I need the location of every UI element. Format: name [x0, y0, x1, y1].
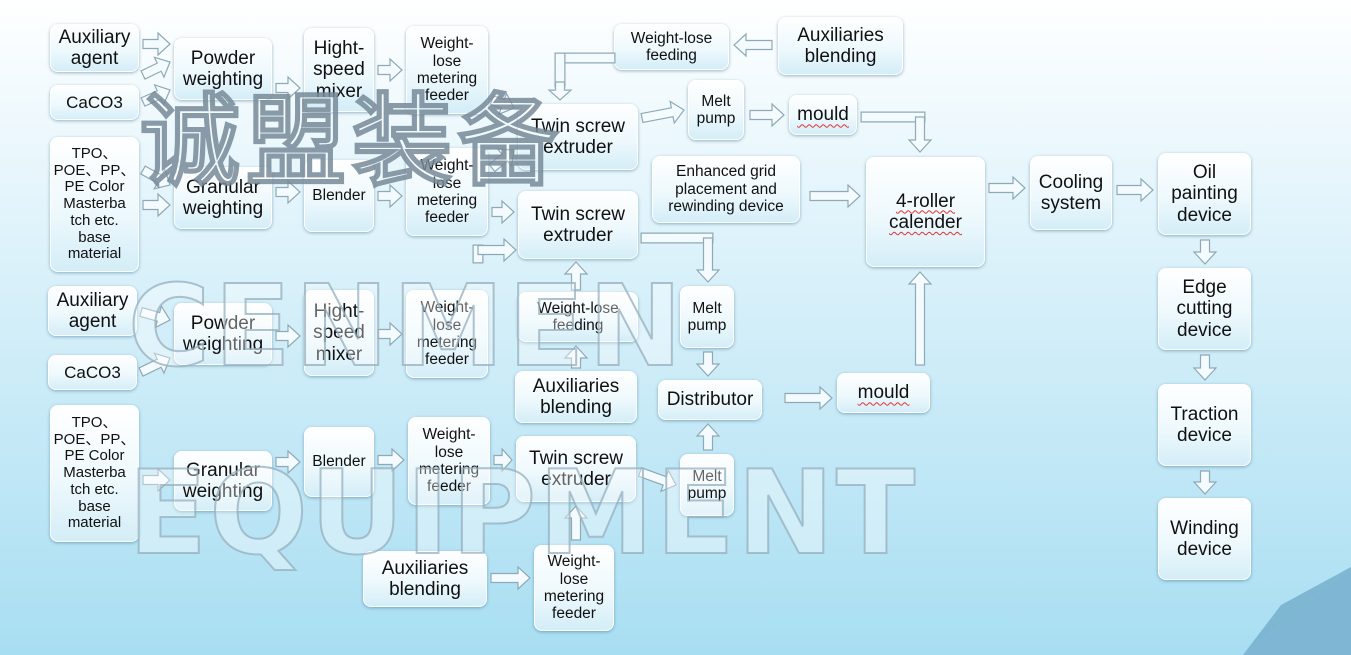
arrow-auxblend-wlfeed	[733, 32, 773, 58]
node-weight-lose-metering-feeder-1: Weight- lose metering feeder	[406, 26, 488, 114]
node-mould-1: mould	[789, 95, 857, 135]
arrow-base1-granular1	[139, 165, 171, 190]
arrow-calender-cooling	[988, 175, 1026, 201]
arrow-wlm2-twin2	[491, 199, 515, 225]
node-oil-painting-device: Oil painting device	[1158, 153, 1251, 235]
node-high-speed-mixer-1: Hight- speed mixer	[304, 28, 374, 112]
node-weight-lose-metering-feeder-4: Weight- lose metering feeder	[408, 417, 490, 505]
node-twin-screw-extruder-2: Twin screw extruder	[518, 191, 638, 259]
arrow-aux1-powder1	[142, 31, 171, 57]
arrow-twin1-melt1	[640, 100, 685, 125]
node-weight-lose-metering-feeder-2: Weight- lose metering feeder	[406, 148, 488, 236]
arrow-granular2-blender2	[275, 449, 301, 475]
node-winding-device: Winding device	[1158, 498, 1251, 580]
node-edge-cutting-device: Edge cutting device	[1158, 268, 1251, 350]
arrow-aux1b-powder1	[140, 56, 171, 80]
node-4-roller-calender: 4-roller calender	[866, 157, 985, 267]
node-twin-screw-extruder-1: Twin screw extruder	[518, 104, 638, 170]
arrow-powder2-mixer2	[275, 323, 301, 349]
node-blender-2: Blender	[304, 427, 374, 497]
arrow-cooling-oil	[1116, 177, 1154, 203]
node-granular-weighting-1: Granular weighting	[174, 167, 272, 229]
arrow-traction-winding	[1192, 470, 1218, 495]
arrow-distributor-mould2	[784, 385, 833, 411]
node-powder-weighting-2: Powder weighting	[174, 303, 272, 365]
arrow-melt2-distributor	[695, 351, 721, 377]
arrow-wlfeed-top-twin1-head	[547, 81, 573, 101]
calender-label: 4-roller calender	[889, 190, 962, 233]
arrow-powder1-mixer1	[275, 75, 301, 101]
arrow-mould2-calender	[907, 271, 933, 366]
arrow-caco2-powder2	[138, 352, 171, 377]
arrow-twin3-melt3	[637, 466, 677, 493]
node-base-material-1: TPO、 POE、PP、 PE Color Masterba tch etc. …	[50, 137, 139, 272]
arrow-aux2-powder2	[139, 304, 171, 329]
node-caco3-2: CaCO3	[48, 355, 137, 390]
node-powder-weighting-1: Powder weighting	[174, 38, 272, 100]
node-mould-2: mould	[837, 373, 930, 413]
arrow-base2-granular2	[142, 467, 171, 493]
arrow-auxblend-wlfeed-mid	[563, 345, 589, 369]
node-caco3-1: CaCO3	[50, 85, 139, 120]
mould-1-label: mould	[797, 104, 849, 126]
arrow-melt1-mould1	[749, 102, 785, 128]
node-cooling-system: Cooling system	[1030, 156, 1112, 230]
node-melt-pump-1: Melt pump	[688, 80, 744, 140]
node-enhanced-grid-placement: Enhanced grid placement and rewinding de…	[652, 156, 800, 223]
node-weight-lose-feeding-top: Weight-lose feeding	[614, 24, 729, 70]
arrow-base1b-granular1	[142, 192, 171, 218]
node-high-speed-mixer-2: Hight- speed mixer	[304, 290, 374, 376]
node-twin-screw-extruder-3: Twin screw extruder	[516, 436, 636, 502]
arrow-blender1-wlm2	[377, 183, 403, 209]
mould-2-label: mould	[857, 382, 910, 404]
arrow-mould1-calender-head	[907, 116, 933, 153]
page-curl-corner	[1243, 567, 1351, 655]
arrow-wlfeed-twin2	[563, 261, 589, 291]
arrow-wlfeed-top-twin1	[554, 52, 616, 88]
arrow-blender2-wlm4	[377, 447, 405, 473]
node-auxiliaries-blending-mid: Auxiliaries blending	[515, 371, 637, 423]
arrow-mixer2-wlm3	[377, 321, 403, 347]
arrow-melt3-distributor	[695, 423, 721, 451]
arrow-oil-edge	[1192, 239, 1218, 265]
node-auxiliaries-blending-top: Auxiliaries blending	[778, 17, 903, 75]
node-weight-lose-metering-feeder-3: Weight- lose metering feeder	[406, 290, 488, 378]
node-melt-pump-3: Melt pump	[680, 454, 734, 516]
arrow-twin2-melt2-head	[695, 237, 721, 283]
arrow-wlm5-twin3	[563, 505, 589, 541]
node-traction-device: Traction device	[1158, 384, 1251, 466]
arrow-wlm3-twin2-head	[477, 237, 517, 263]
node-weight-lose-metering-feeder-5: Weight- lose metering feeder	[534, 545, 614, 631]
arrow-wlm4-twin3	[493, 447, 513, 473]
node-base-material-2: TPO、 POE、PP、 PE Color Masterba tch etc. …	[50, 405, 139, 542]
node-auxiliary-agent-2: Auxiliary agent	[48, 286, 137, 336]
arrow-auxblend-wlm5	[490, 565, 531, 591]
arrow-mixer1-wlm1	[377, 57, 403, 83]
arrow-wlm2-twin1	[488, 148, 515, 173]
arrow-caco1-powder1	[140, 83, 171, 107]
node-auxiliaries-blending-bottom: Auxiliaries blending	[363, 551, 487, 607]
arrow-grid-calender	[809, 183, 861, 209]
arrow-wlm1-twin1	[489, 92, 515, 116]
node-weight-lose-feeding-mid: Weight-lose feeding	[518, 292, 638, 342]
node-auxiliary-agent-1: Auxiliary agent	[50, 24, 139, 72]
node-granular-weighting-2: Granular weighting	[174, 451, 272, 511]
node-distributor: Distributor	[658, 380, 762, 420]
arrow-granular1-blender1	[275, 179, 301, 205]
node-melt-pump-2: Melt pump	[680, 286, 734, 348]
arrow-edge-traction	[1192, 354, 1218, 381]
node-blender-1: Blender	[304, 160, 374, 232]
